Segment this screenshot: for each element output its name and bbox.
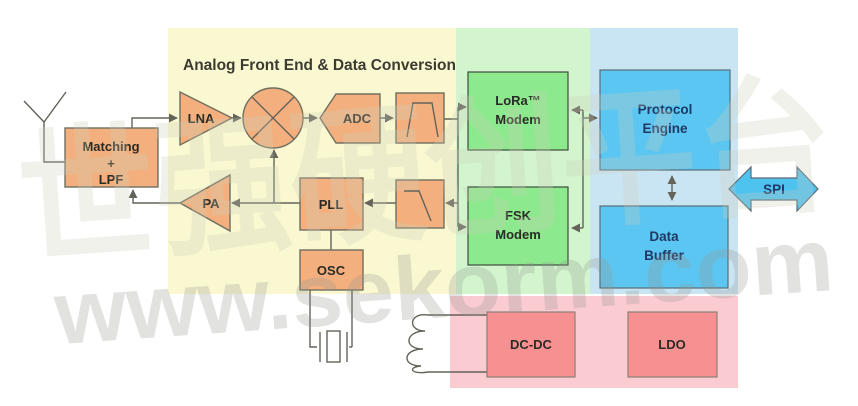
osc-label: OSC: [317, 263, 346, 278]
matching-label-2: +: [107, 156, 115, 171]
ldo-block: [627, 311, 718, 378]
lora-label-1: LoRa™: [495, 93, 541, 108]
mixer-cross-icon: [251, 96, 295, 140]
crystal-wires: [309, 290, 353, 362]
lna-label: LNA: [188, 111, 215, 126]
fsk-label-1: FSK: [505, 208, 532, 223]
matching-lpf-block: [64, 127, 159, 188]
dcdc-block: [486, 311, 576, 378]
antenna-icon: [23, 91, 67, 163]
wire-matching-to-lna: [131, 113, 178, 128]
inductor-wires: [428, 314, 487, 373]
dcdc-label: DC-DC: [510, 337, 552, 352]
bandpass-filter-icon: [406, 102, 439, 138]
lowpass-filter-block: [395, 179, 445, 229]
buffer-label-2: Buffer: [644, 248, 684, 263]
pa-label: PA: [202, 196, 220, 211]
ldo-label: LDO: [658, 337, 685, 352]
inductor-icon: [406, 314, 429, 374]
matching-label-3: LPF: [99, 172, 124, 187]
region-title: Analog Front End & Data Conversion: [183, 57, 456, 74]
matching-label-1: Matching: [82, 139, 139, 154]
lna-amplifier-block: [179, 90, 234, 147]
lora-label-2: Modem: [495, 112, 541, 127]
protocol-label-2: Engine: [642, 121, 687, 136]
fsk-label-2: Modem: [495, 227, 541, 242]
buffer-label-1: Data: [649, 229, 679, 244]
adc-label: ADC: [343, 111, 372, 126]
data-buffer-block: [599, 205, 729, 289]
wire-pa-to-matching: [128, 189, 180, 204]
crystal-icon: [326, 330, 341, 363]
lora-modem-block: [467, 71, 569, 151]
pa-amplifier-block: [178, 173, 231, 233]
fsk-modem-block: [467, 186, 569, 266]
pll-block: [299, 177, 364, 231]
pll-label: PLL: [319, 197, 344, 212]
wire-rx-bus: [444, 107, 459, 227]
lowpass-filter-icon: [404, 190, 432, 222]
adc-block: [319, 93, 381, 144]
bandpass-filter-block: [395, 92, 445, 144]
spi-label: SPI: [763, 182, 785, 197]
spi-arrow: [728, 165, 819, 213]
protocol-engine-block: [599, 69, 731, 171]
osc-block: [299, 249, 364, 291]
protocol-label-1: Protocol: [638, 102, 693, 117]
